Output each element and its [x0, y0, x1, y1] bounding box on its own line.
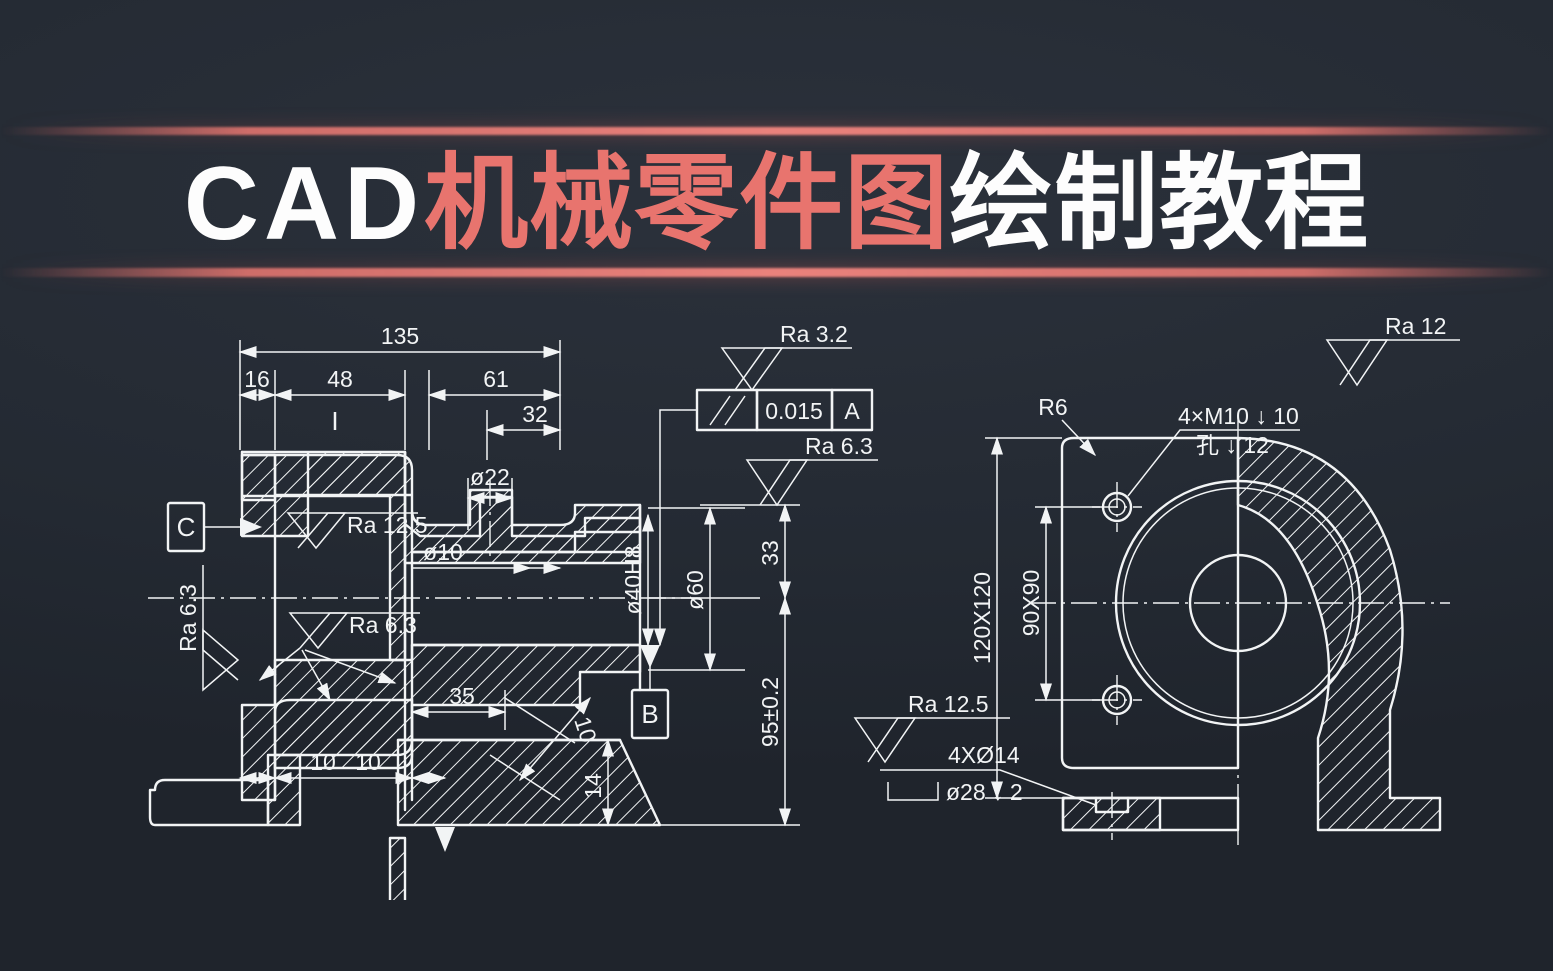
title-block: CAD机械零件图绘制教程 — [0, 141, 1553, 266]
ra-32-label: Ra 3.2 — [780, 321, 848, 347]
dim-label-32: 32 — [522, 401, 548, 427]
dim-label-dia60: ø60 — [682, 570, 708, 610]
through-hole-callout: 4XØ14 ø28 ↓ 2 — [880, 742, 1097, 806]
datum-c-label: C — [177, 512, 196, 542]
technical-drawing-area: 135 16 48 I 61 — [0, 300, 1553, 900]
left-part-geometry — [148, 453, 700, 827]
title-segment-tail: 绘制教程 — [949, 145, 1370, 262]
dim-label-10-b: 10 — [355, 749, 381, 775]
dim-label-dia10: ø10 — [423, 539, 463, 565]
title-segment-cad: CAD — [183, 145, 425, 262]
base-foot-outline — [148, 778, 270, 827]
dim-label-35: 35 — [449, 683, 475, 709]
dim-dia22: ø22 — [466, 464, 514, 530]
dim-label-dia22: ø22 — [470, 464, 510, 490]
ra-63-right-label: Ra 6.3 — [805, 433, 873, 459]
dim-61: 61 — [427, 366, 562, 450]
dim-dia60: ø60 — [648, 506, 760, 672]
dim-95: 95±0.2 — [660, 596, 800, 827]
glow-halo — [0, 127, 1553, 135]
ra-125-upper-label: Ra 12.5 — [347, 512, 428, 538]
dim-90x90: 90X90 — [1018, 505, 1100, 702]
tapped-hole-line2: 孔 ↓ 12 — [1196, 432, 1269, 458]
dim-label-dia40h8: ø40H8 — [620, 545, 646, 614]
ra-63-lower-label: Ra 6.3 — [349, 612, 417, 638]
ra-63-left: Ra 6.3 — [175, 565, 240, 692]
lower-rib-hatch — [273, 698, 414, 770]
ra-63-right: Ra 6.3 — [745, 433, 878, 507]
dim-r6: R6 — [1038, 394, 1097, 457]
dim-label-95: 95±0.2 — [757, 677, 783, 747]
ra-63-lower: Ra 6.3 — [258, 612, 420, 702]
bolt-hole-bottom — [1092, 675, 1142, 725]
through-hole-line2: ø28 ↓ 2 — [946, 779, 1023, 805]
left-sectional-view: 135 16 48 I 61 — [148, 321, 878, 900]
dim-32: 32 — [485, 401, 562, 460]
ra-125-bottom-left: Ra 12.5 — [853, 691, 1010, 764]
tapped-hole-callout: 4×M10 ↓ 10 孔 ↓ 12 — [1127, 403, 1300, 497]
fcf-datum-ref: A — [844, 398, 860, 424]
dim-label-61: 61 — [483, 366, 509, 392]
dim-135: 135 — [238, 323, 562, 450]
ra-12-right: Ra 12 — [1325, 313, 1460, 387]
ra-12-right-label: Ra 12 — [1385, 313, 1446, 339]
dim-dia40h8: ø40H8 — [620, 513, 654, 647]
dim-label-48: 48 — [327, 366, 353, 392]
dim-label-14: 14 — [580, 773, 606, 799]
ra-125-bottom-left-label: Ra 12.5 — [908, 691, 989, 717]
half-section-hatch — [1236, 436, 1442, 832]
dim-label-90x90: 90X90 — [1018, 570, 1044, 637]
accent-glow-bar-bottom — [0, 268, 1553, 277]
dim-16: 16 — [238, 366, 277, 450]
dim-10-10: 10 10 — [238, 749, 447, 784]
accent-glow-bar-top — [0, 127, 1553, 135]
dim-label-r6: R6 — [1038, 394, 1067, 420]
ra-63-left-label: Ra 6.3 — [175, 584, 201, 652]
dim-label-120x120: 120X120 — [969, 572, 995, 664]
feature-control-frame: 0.015 A — [654, 388, 874, 647]
bottom-datum-triangle — [435, 827, 455, 852]
dim-label-10-a: 10 — [310, 749, 336, 775]
datum-c: C — [166, 501, 262, 553]
dim-dia10: ø10 — [412, 539, 562, 574]
ra-32-top: Ra 3.2 — [720, 321, 852, 392]
cad-drawing-svg: 135 16 48 I 61 — [148, 313, 1460, 900]
dim-33: 33 — [700, 503, 800, 600]
title-segment-highlight: 机械零件图 — [424, 145, 950, 262]
base-plate-outline — [1061, 796, 1240, 832]
glow-halo — [0, 268, 1553, 277]
glow-core — [0, 127, 1553, 135]
lower-base-section — [388, 836, 407, 900]
bottom-plate-hatch — [396, 738, 662, 827]
dim-label-33: 33 — [757, 540, 783, 566]
left-plate-top-hatch — [240, 453, 277, 502]
through-hole-line1: 4XØ14 — [948, 742, 1020, 768]
glow-core — [0, 268, 1553, 277]
ra-125-upper: Ra 12.5 — [286, 512, 428, 550]
tapped-hole-line1: 4×M10 ↓ 10 — [1178, 403, 1299, 429]
right-half-section-view: 120X120 90X90 R6 4×M10 ↓ 10 孔 ↓ 12 — [853, 313, 1460, 845]
bolt-hole-top — [1092, 482, 1142, 532]
datum-b-label: B — [641, 699, 658, 729]
datum-b: B — [630, 645, 670, 740]
dim-48: 48 — [273, 366, 407, 450]
dim-label-16: 16 — [244, 366, 270, 392]
section-marker-I: I — [331, 406, 338, 436]
dim-35: 35 — [410, 683, 507, 730]
dim-label-135: 135 — [381, 323, 419, 349]
page-title: CAD机械零件图绘制教程 — [184, 152, 1369, 256]
dim-120x120: 120X120 — [969, 436, 1062, 800]
fcf-tolerance: 0.015 — [765, 398, 823, 424]
